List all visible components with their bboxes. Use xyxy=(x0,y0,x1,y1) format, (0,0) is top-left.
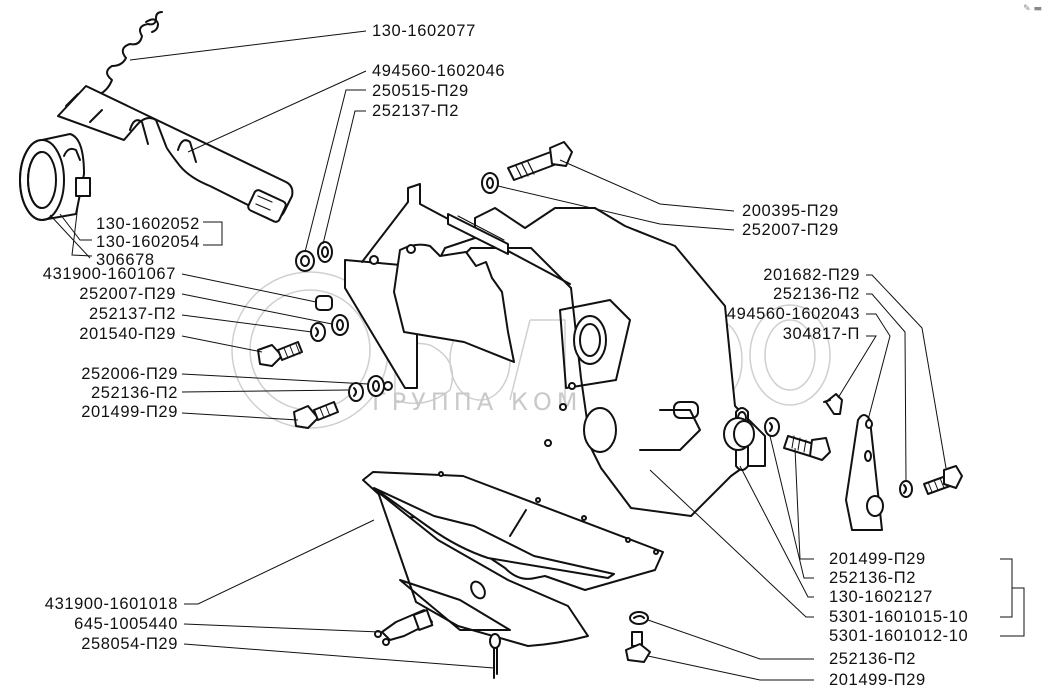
part-label: 252136-П2 xyxy=(773,285,860,303)
washer-252137-b-part xyxy=(311,323,325,341)
cotter-pin-part xyxy=(490,634,500,678)
leader-l01 xyxy=(130,31,366,60)
washer-252136-bottom-part xyxy=(630,612,648,624)
leader-l27 xyxy=(184,624,380,632)
watermark-letter-o2 xyxy=(750,305,830,405)
release-fork-shaft-part xyxy=(58,86,292,223)
part-label: 252007-П29 xyxy=(742,221,839,239)
bracket-part xyxy=(724,408,754,470)
part-label: 258054-П29 xyxy=(81,635,178,653)
release-bearing-part xyxy=(20,134,90,220)
washer-252006-part xyxy=(368,376,384,396)
leader-l12 xyxy=(182,374,368,384)
part-label: 201540-П29 xyxy=(79,325,176,343)
leader-l02 xyxy=(188,71,366,152)
leader-l06 xyxy=(50,215,90,258)
part-label: 252136-П2 xyxy=(829,569,916,587)
bolt-201682-part xyxy=(924,466,962,494)
washer-252136-part xyxy=(349,383,363,401)
washer-252007-part xyxy=(332,315,348,335)
corner-mark: ✎ ▬ xyxy=(1023,4,1042,14)
bolt-201499-bottom-part xyxy=(626,632,650,662)
part-label: 201499-П29 xyxy=(829,550,926,568)
leader-l13 xyxy=(182,390,348,392)
part-label: 130-1602127 xyxy=(829,588,933,606)
leader-l15 xyxy=(560,160,734,211)
leader-l16 xyxy=(498,186,734,230)
part-label: 431900-1601018 xyxy=(44,595,178,613)
part-label: 252137-П2 xyxy=(89,305,176,323)
leader-l30 xyxy=(648,656,814,680)
part-label: 304817-П xyxy=(782,325,860,343)
part-label: 130-1602052 xyxy=(96,215,200,233)
return-spring-part xyxy=(92,12,162,108)
leader-l25 xyxy=(1000,588,1024,636)
leader-l23 xyxy=(740,466,814,597)
leader-l26 xyxy=(184,520,374,604)
part-label: 250515-П29 xyxy=(372,82,469,100)
leader-l14 xyxy=(182,413,298,420)
part-label: 201682-П29 xyxy=(763,266,860,284)
part-label: 252007-П29 xyxy=(79,285,176,303)
part-label: 252137-П2 xyxy=(372,102,459,120)
leader-bracket-right xyxy=(1000,559,1012,617)
part-label: 431900-1601067 xyxy=(42,265,176,283)
leader-l09 xyxy=(182,294,332,324)
leader-l03 xyxy=(305,90,366,252)
washer-252007-top-part xyxy=(482,173,498,193)
leader-l11 xyxy=(182,336,262,352)
part-label: 494560-1602043 xyxy=(726,305,860,323)
grease-fitting-part xyxy=(824,394,842,414)
leader-l21 xyxy=(795,448,814,559)
part-label: 252136-П2 xyxy=(91,384,178,402)
part-label: 5301-1601012-10 xyxy=(829,627,969,645)
bushing-431900-1601067-part xyxy=(316,296,332,310)
bolt-201540-part xyxy=(258,342,302,366)
part-label: 645-1005440 xyxy=(74,615,178,633)
part-label: 201499-П29 xyxy=(829,671,926,689)
clutch-housing-part xyxy=(345,184,765,516)
part-label: 200395-П29 xyxy=(742,202,839,220)
oil-pan-part xyxy=(363,472,663,646)
part-label: 130-1602077 xyxy=(372,22,476,40)
bushing-250515-part xyxy=(296,251,314,271)
leader-l29 xyxy=(648,620,814,659)
leader-l05 xyxy=(72,205,92,256)
leader-l19 xyxy=(866,314,890,420)
leader-l08 xyxy=(182,274,316,302)
leader-l24 xyxy=(650,470,814,617)
part-label: 306678 xyxy=(96,251,155,269)
part-label: 252006-П29 xyxy=(81,365,178,383)
bolt-201499-part xyxy=(294,402,338,428)
part-label: 5301-1601015-10 xyxy=(829,608,969,626)
leader-l28 xyxy=(184,644,494,668)
washer-252137-part xyxy=(318,242,332,262)
washer-252136-right-part xyxy=(765,418,779,436)
leader-l18 xyxy=(866,294,906,480)
part-label: 201499-П29 xyxy=(81,403,178,421)
leader-bracket-left xyxy=(203,222,222,245)
bolt-201499-right-part xyxy=(784,436,830,460)
drain-plug-sensor-part xyxy=(375,610,432,645)
part-label: 494560-1602046 xyxy=(372,62,506,80)
leader-l10 xyxy=(182,315,312,332)
part-label: 252136-П2 xyxy=(829,650,916,668)
part-label: 130-1602054 xyxy=(96,233,200,251)
leader-l22 xyxy=(770,436,814,578)
leader-l20 xyxy=(838,336,876,398)
leader-l07 xyxy=(60,214,92,240)
leader-l17 xyxy=(866,275,946,468)
lever-part xyxy=(846,415,883,530)
bolt-200395-part xyxy=(508,142,572,180)
washer-252136-far-right-part xyxy=(900,481,912,497)
watermark-letter-o xyxy=(765,320,815,390)
leader-l04 xyxy=(323,111,366,244)
